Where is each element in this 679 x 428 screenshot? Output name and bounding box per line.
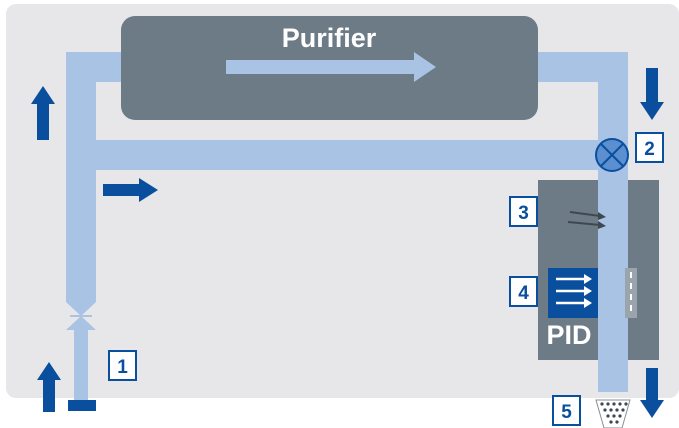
arrow-up-left-bottom-icon [37,362,61,412]
valve-icon [595,138,629,172]
pid-sensor [548,268,598,318]
pid-light-arrows-icon [556,274,592,308]
arrow-up-left-top-icon [31,86,55,140]
pid-lamp-window [625,268,637,318]
marker-3-number: 3 [518,203,529,224]
marker-5-number: 5 [561,402,572,423]
marker-2: 2 [635,132,664,163]
sensor-pins-icon [567,211,606,229]
pipe-left-vertical [66,52,96,302]
marker-3: 3 [509,196,538,227]
purifier-flow-arrow-icon [226,52,436,82]
marker-4: 4 [509,276,538,307]
marker-2-number: 2 [644,139,655,160]
pipe-bypass [66,140,628,170]
marker-4-number: 4 [518,283,529,304]
arrow-right-bypass-icon [103,178,158,202]
purifier-label: Purifier [282,23,377,53]
pipe-right-vertical [598,52,628,392]
flow-arrows [31,68,664,418]
arrow-down-right-bottom-icon [640,368,664,418]
outlet-filter-icon [595,399,631,428]
marker-1-number: 1 [117,357,128,378]
check-valve [66,302,96,330]
marker-1: 1 [108,350,137,381]
pipe-inlet [74,325,88,403]
arrow-down-right-top-icon [640,68,664,120]
inlet-cap [68,400,96,411]
pid-label: PID [546,320,591,350]
pipe-network [66,52,628,403]
pipe-top-left [66,52,126,82]
marker-5: 5 [552,395,581,426]
